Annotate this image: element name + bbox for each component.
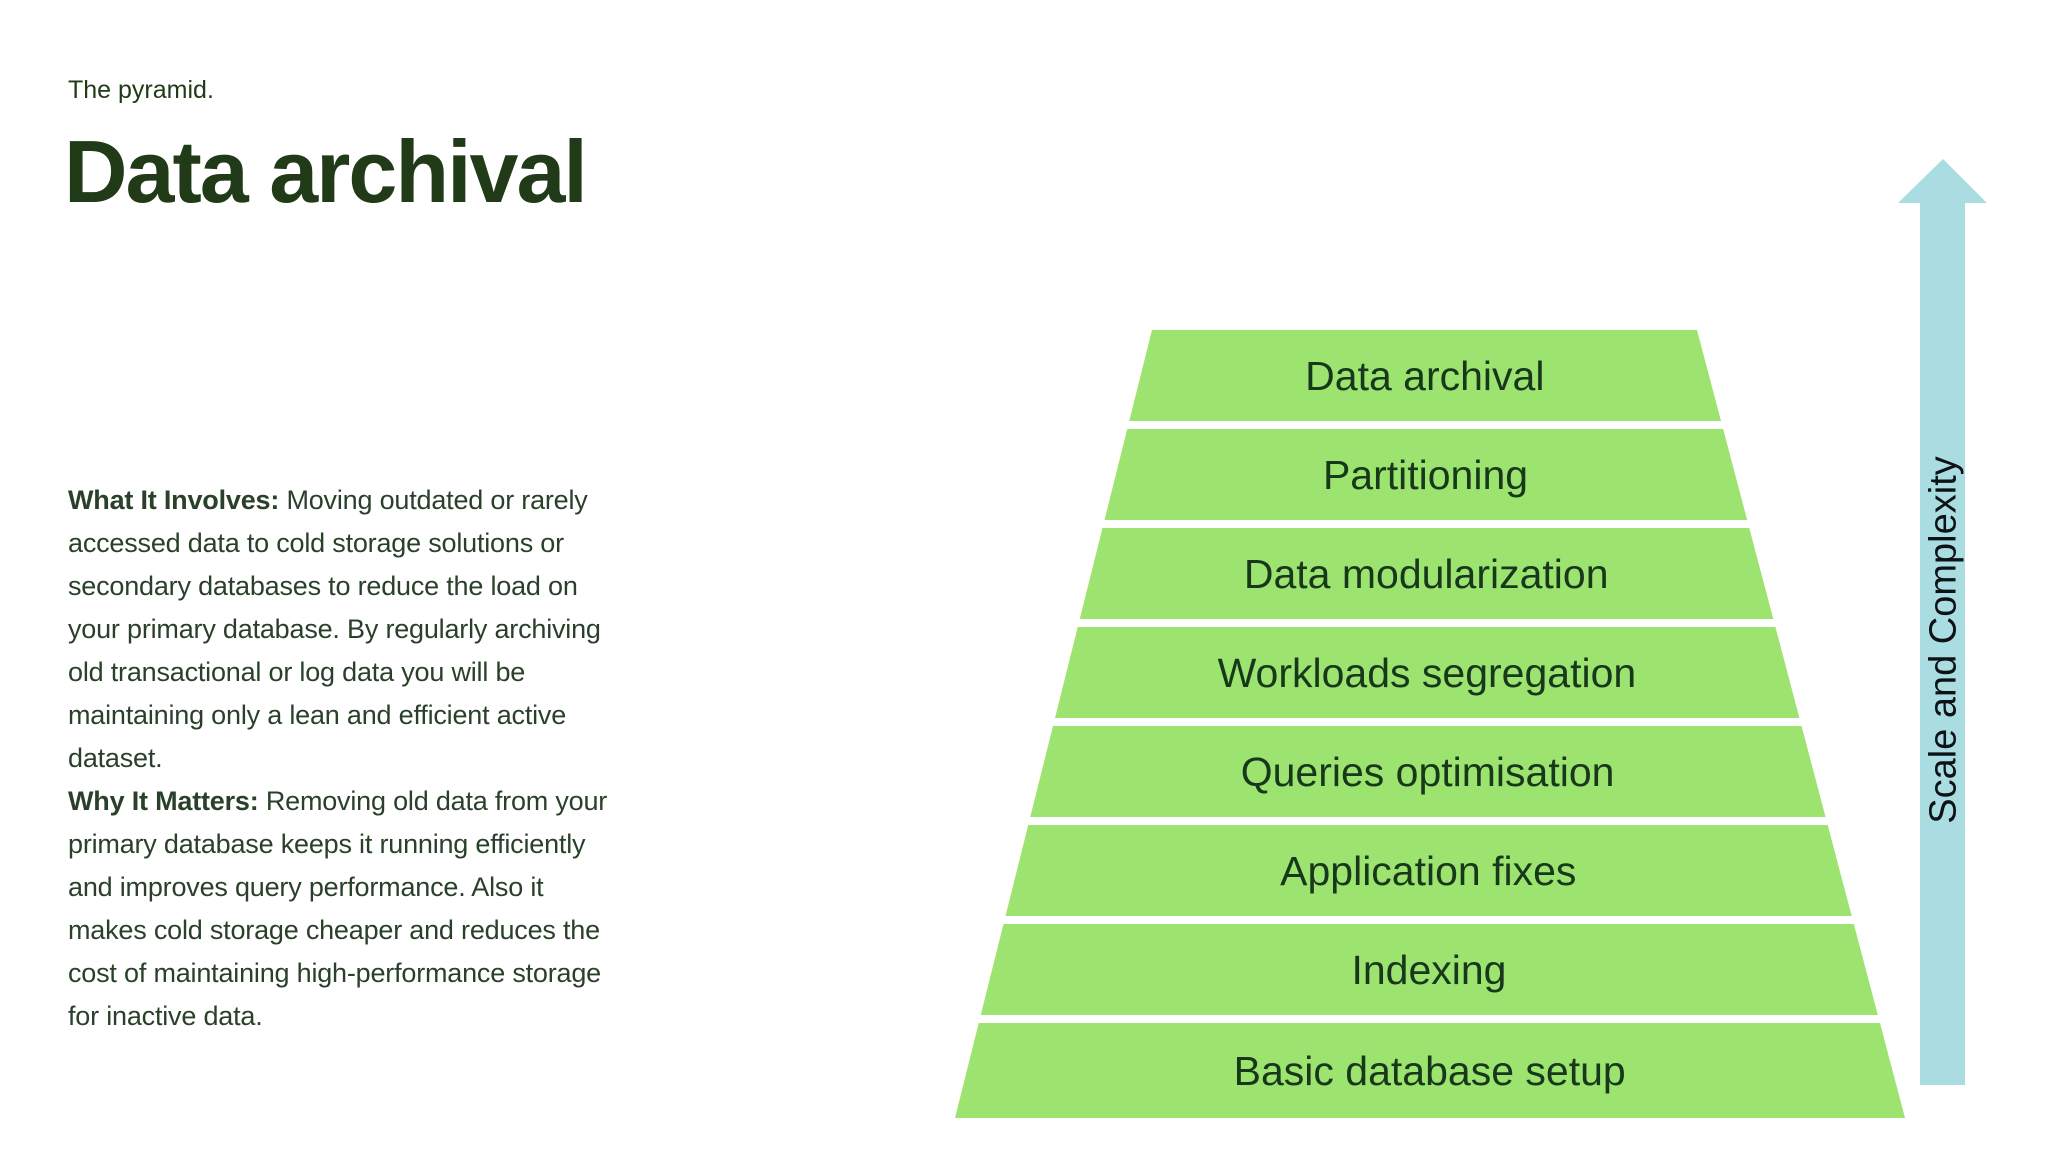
pyramid-level-label: Indexing [1351,947,1506,993]
paragraph-why-it-matters: Why It Matters: Removing old data from y… [68,780,628,1038]
paragraph-lead: Why It Matters: [68,786,259,816]
pyramid-level-7 [980,924,1878,1015]
pyramid-level-2 [1104,429,1748,520]
paragraph-lead: What It Involves: [68,485,280,515]
description-block: What It Involves: Moving outdated or rar… [68,479,628,1038]
scale-complexity-label: Scale and Complexity [1922,456,1964,824]
pyramid-level-label: Workloads segregation [1218,650,1637,696]
pyramid-level-8 [955,1023,1906,1118]
scale-complexity-arrow [1898,159,1987,1085]
pyramid-level-label: Queries optimisation [1241,749,1615,795]
page-title: Data archival [64,122,588,221]
pyramid-level-label: Basic database setup [1234,1048,1626,1094]
paragraph-text: Moving outdated or rarely accessed data … [68,485,601,773]
pyramid-level-4 [1055,627,1800,718]
pyramid-level-3 [1079,528,1774,619]
pyramid-level-1 [1129,330,1722,421]
kicker-text: The pyramid. [68,76,214,104]
pyramid-level-label: Application fixes [1280,848,1576,894]
pyramid-level-5 [1030,726,1826,817]
pyramid-level-label: Partitioning [1323,452,1528,498]
pyramid-level-label: Data archival [1305,353,1544,399]
pyramid-level-label: Data modularization [1244,551,1609,597]
paragraph-text: Removing old data from your primary data… [68,786,608,1031]
paragraph-what-it-involves: What It Involves: Moving outdated or rar… [68,479,628,780]
pyramid-level-6 [1005,825,1852,916]
